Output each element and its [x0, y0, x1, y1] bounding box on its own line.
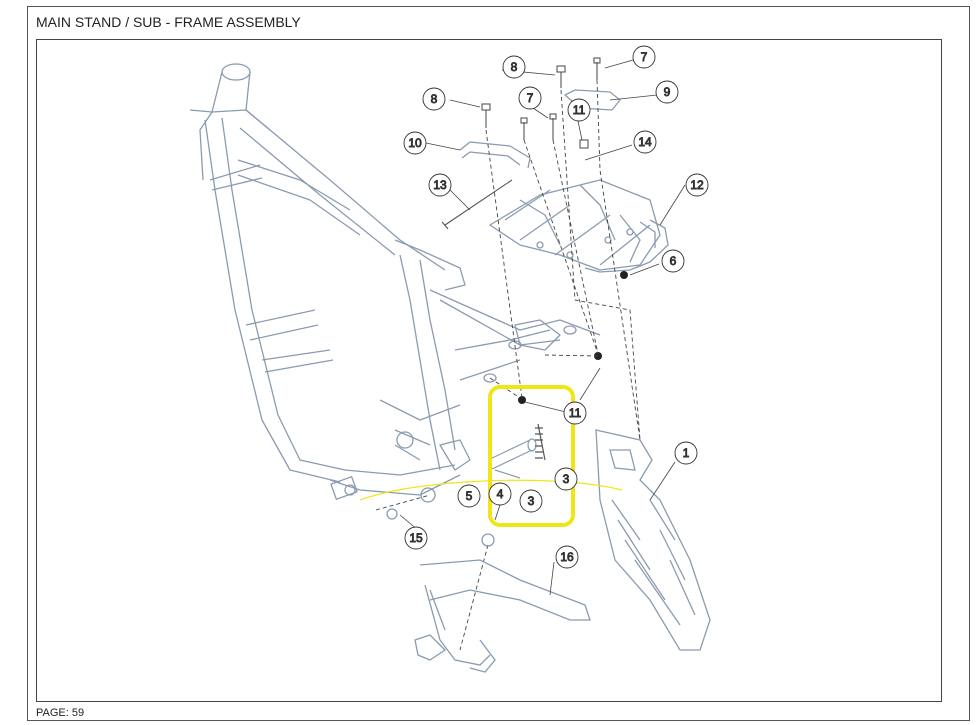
callout-5: 5: [457, 484, 481, 508]
callout-3: 3: [519, 489, 543, 513]
page-label: PAGE: 59: [36, 707, 85, 719]
callout-14: 14: [633, 130, 657, 154]
svg-text:7: 7: [641, 50, 648, 64]
drawing-frame: [36, 39, 942, 702]
page-title: MAIN STAND / SUB - FRAME ASSEMBLY: [36, 14, 301, 30]
svg-text:12: 12: [690, 178, 704, 192]
callout-9: 9: [655, 80, 679, 104]
svg-text:8: 8: [431, 92, 438, 106]
svg-text:14: 14: [638, 135, 652, 149]
svg-text:10: 10: [408, 136, 422, 150]
callout-11-top: 11: [567, 98, 591, 122]
callouts: 1 3 3 4 5 6 7 7 8 8 9 10 11 11 12 13 14 …: [403, 45, 709, 569]
svg-text:9: 9: [664, 85, 671, 99]
hardware: [441, 57, 601, 230]
svg-text:1: 1: [683, 446, 690, 460]
svg-text:15: 15: [409, 531, 423, 545]
rear-guard: [595, 429, 711, 651]
callout-7-top: 7: [632, 45, 656, 69]
svg-text:16: 16: [560, 550, 574, 564]
callout-7-mid: 7: [518, 86, 542, 110]
svg-text:11: 11: [573, 103, 586, 117]
svg-text:8: 8: [511, 60, 518, 74]
callout-10: 10: [403, 131, 427, 155]
callout-16: 16: [555, 545, 579, 569]
svg-text:5: 5: [466, 489, 473, 503]
document-sheet: [27, 6, 970, 721]
svg-text:4: 4: [497, 487, 504, 501]
main-frame: [189, 63, 601, 503]
callout-11-lower: 11: [563, 401, 587, 425]
callout-4: 4: [488, 482, 512, 506]
callout-1: 1: [674, 441, 698, 465]
main-stand: [386, 508, 591, 673]
svg-text:3: 3: [563, 472, 570, 486]
stand-spring-pivot: [487, 423, 546, 479]
callout-13: 13: [428, 173, 452, 197]
callout-15: 15: [404, 526, 428, 550]
callout-3-highlighted: 3: [554, 467, 578, 491]
svg-text:11: 11: [569, 406, 582, 420]
callout-6: 6: [661, 249, 685, 273]
svg-text:6: 6: [670, 254, 677, 268]
callout-8-left: 8: [422, 87, 446, 111]
callout-8-top: 8: [502, 55, 526, 79]
leader-lines: [399, 59, 686, 596]
svg-text:13: 13: [433, 178, 447, 192]
svg-text:3: 3: [528, 494, 535, 508]
sub-frame: [459, 89, 669, 273]
svg-text:7: 7: [527, 91, 534, 105]
assembly-guidelines: [375, 79, 641, 651]
highlight-annotation: [359, 385, 623, 527]
nuts: [518, 271, 628, 404]
callout-12: 12: [685, 173, 709, 197]
